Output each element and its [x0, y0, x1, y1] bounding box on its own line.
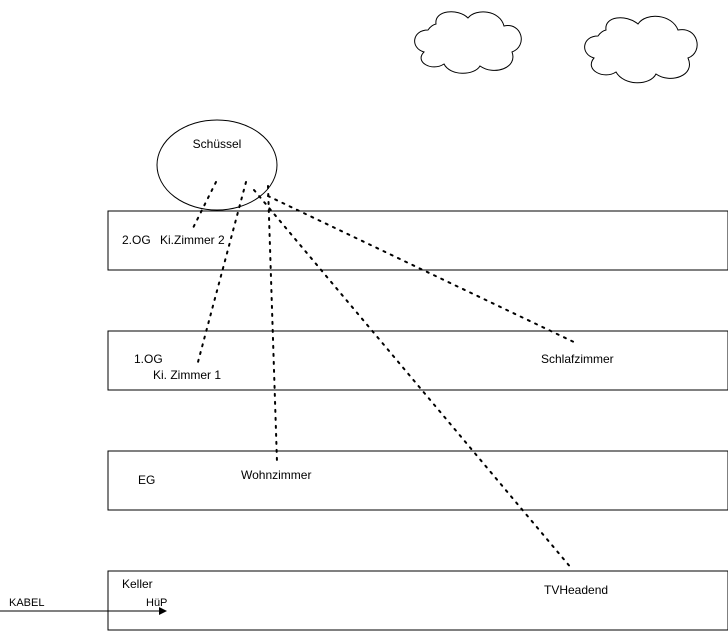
room-label-tv-headend: TVHeadend	[544, 583, 608, 597]
cable-to-ki-zimmer-1	[197, 181, 247, 363]
room-label-ki-zimmer-2: Ki.Zimmer 2	[160, 233, 225, 247]
floor-label-keller: Keller	[122, 577, 153, 591]
floor-box-eg	[107, 450, 728, 511]
satellite-dish-icon	[156, 119, 278, 211]
room-label-schlafzimmer: Schlafzimmer	[541, 352, 614, 366]
feed-target-label: HüP	[146, 597, 167, 609]
room-label-ki-zimmer-1: Ki. Zimmer 1	[153, 368, 221, 382]
floor-box-1og	[107, 330, 728, 391]
cable-to-wohnzimmer	[267, 185, 278, 463]
cable-to-schlafzimmer	[267, 195, 579, 345]
cable-to-ki-zimmer-2	[192, 181, 217, 229]
room-label-wohnzimmer: Wohnzimmer	[241, 468, 311, 482]
floor-label-2og: 2.OG	[122, 233, 151, 247]
feed-source-label: KABEL	[9, 597, 44, 609]
cloud-icon	[414, 11, 522, 74]
floor-box-keller	[107, 570, 728, 631]
floor-box-2og	[107, 210, 728, 271]
dish-label: Schüssel	[193, 137, 242, 151]
floor-label-1og: 1.OG	[134, 352, 163, 366]
cable-to-tv-headend	[253, 189, 573, 570]
floor-label-eg: EG	[138, 473, 155, 487]
cloud-icon	[584, 15, 698, 84]
